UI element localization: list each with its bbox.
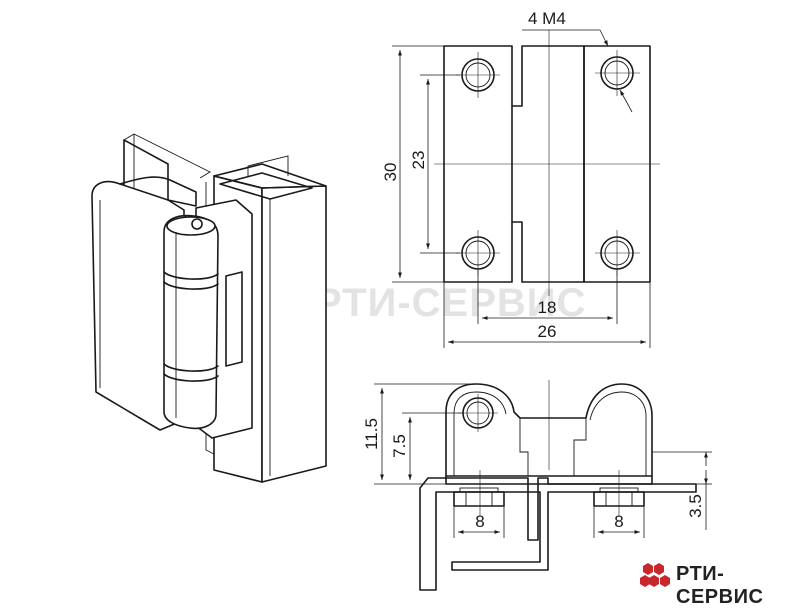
front-view: 30 23 18 26 4 M4 bbox=[381, 9, 660, 348]
dim-width-total: 26 bbox=[538, 322, 557, 341]
dim-height-total: 30 bbox=[381, 163, 400, 182]
brand-logo-text: РТИ-СЕРВИС bbox=[676, 563, 764, 608]
barrel-top bbox=[166, 216, 216, 236]
barrel-joint-bottom bbox=[163, 363, 219, 372]
pin-hole-icon bbox=[191, 218, 203, 230]
leader-holes bbox=[599, 29, 609, 47]
isometric-view bbox=[91, 133, 327, 483]
side-view: 11.5 7.5 8 8 3.5 bbox=[362, 380, 712, 591]
hinge-leaf-slot bbox=[225, 271, 243, 367]
dim-bolt-offset-left: 8 bbox=[475, 512, 484, 531]
dim-plate-thickness: 3.5 bbox=[686, 494, 705, 518]
dim-side-height-total: 11.5 bbox=[362, 418, 381, 450]
dim-holes: 4 M4 bbox=[528, 9, 566, 28]
barrel-joint-top bbox=[163, 271, 219, 280]
dim-hole-spacing-vertical: 23 bbox=[409, 151, 428, 170]
dim-bolt-offset-right: 8 bbox=[614, 512, 623, 531]
dim-side-pin-height: 7.5 bbox=[390, 434, 409, 458]
hinge-barrel bbox=[163, 214, 219, 430]
dim-hole-spacing-horizontal: 18 bbox=[538, 298, 557, 317]
upright-profile-top bbox=[213, 163, 327, 189]
side-bolt-left bbox=[453, 487, 505, 507]
back-frame-top bbox=[123, 133, 211, 179]
brand-logo-icon bbox=[640, 563, 670, 587]
upright-profile-side bbox=[261, 185, 327, 483]
